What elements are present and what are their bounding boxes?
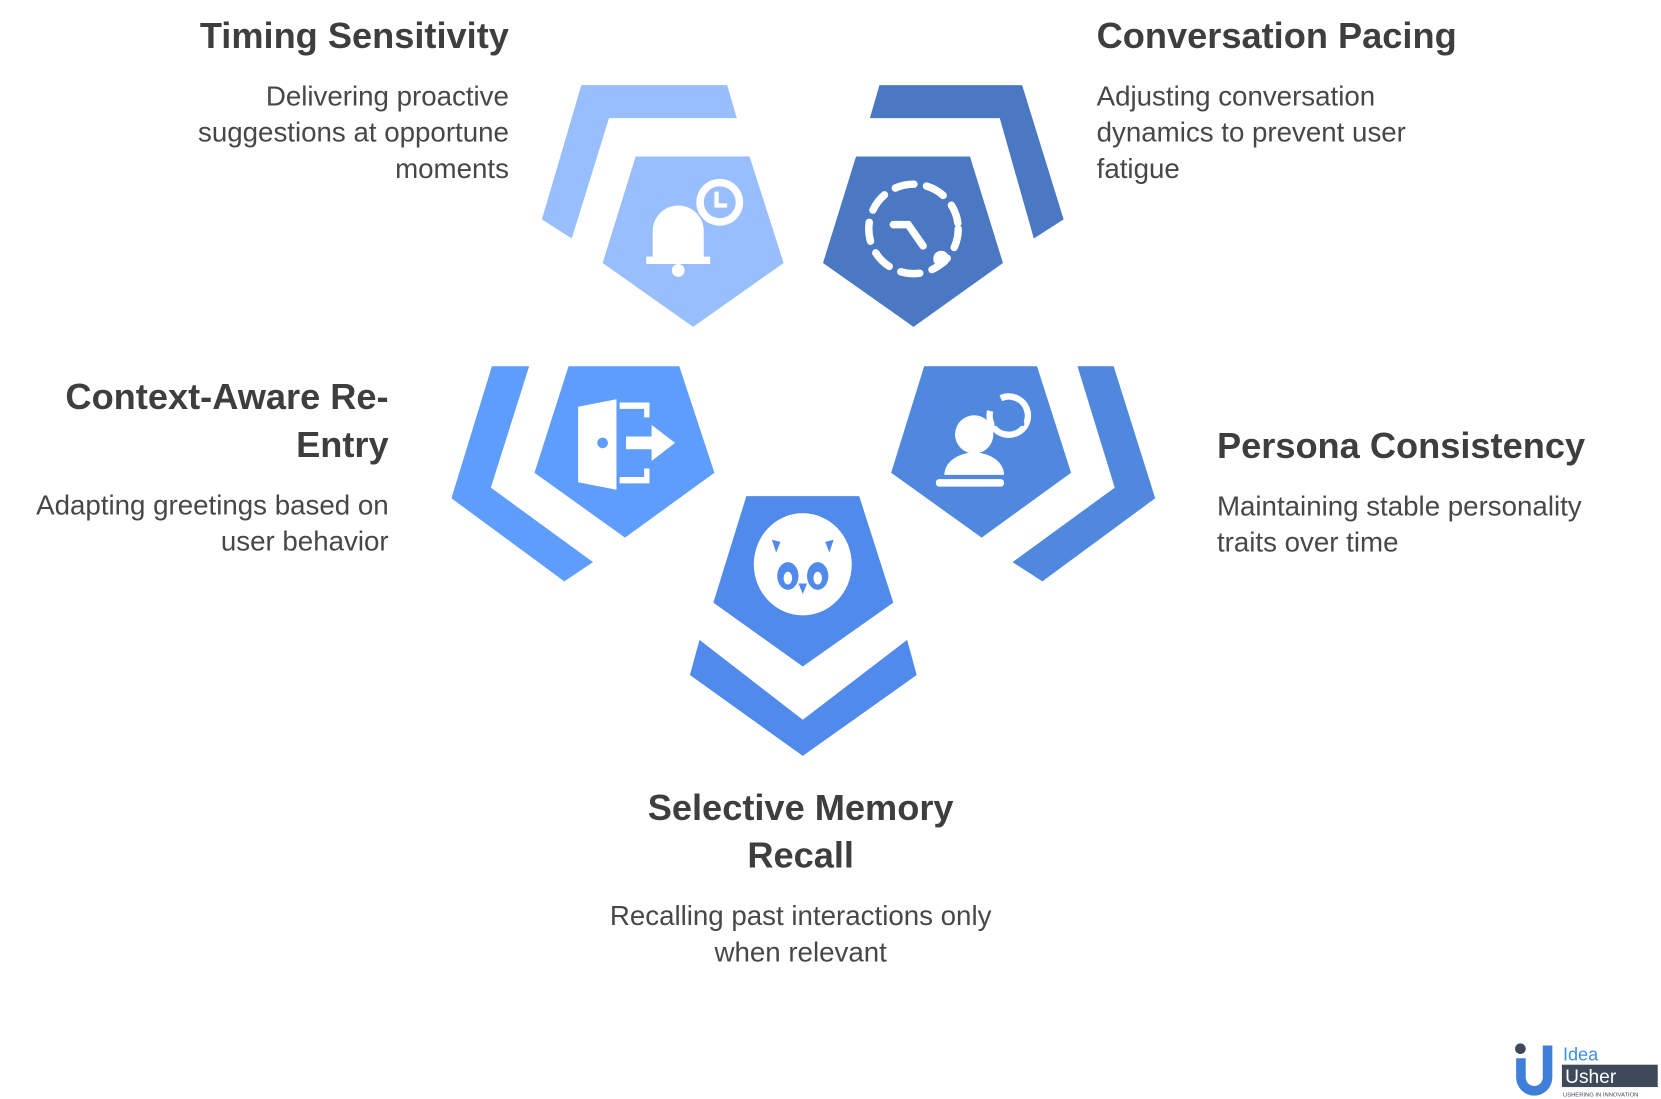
persona-refresh-icon: [935, 393, 1032, 487]
pacing-pentagon: [823, 156, 1003, 327]
item-description: Delivering proactive suggestions at oppo…: [198, 79, 509, 185]
item-title: Timing Sensitivity: [199, 15, 509, 57]
item-description: Recalling past interactions only when re…: [609, 899, 992, 968]
svg-text:Usher: Usher: [1565, 1067, 1617, 1088]
item-title: Conversation Pacing: [1096, 15, 1457, 57]
item-memory: Selective Memory Recall Recalling past i…: [586, 785, 1016, 970]
item-description: Maintaining stable personality traits ov…: [1216, 489, 1582, 558]
timing-outer-bracket: [541, 85, 737, 239]
svg-text:USHERING IN INNOVATION: USHERING IN INNOVATION: [1563, 1093, 1638, 1099]
bell-clock-icon: [646, 178, 744, 277]
item-persona: Persona Consistency Maintaining stable p…: [1217, 423, 1643, 560]
owl-icon: [753, 513, 852, 616]
reentry-pentagon: [534, 366, 715, 538]
item-title: Selective Memory Recall: [647, 787, 954, 877]
persona-outer-bracket: [1012, 366, 1156, 582]
item-timing: Timing Sensitivity Delivering proactive …: [62, 13, 509, 187]
item-title: Persona Consistency: [1216, 425, 1586, 467]
pacing-outer-bracket: [869, 85, 1064, 239]
memory-outer-chevron: [689, 639, 917, 756]
dashed-circle-clock-icon: [865, 180, 962, 278]
reentry-outer-bracket: [451, 366, 594, 582]
item-description: Adapting greetings based on user behavio…: [36, 488, 389, 557]
item-description: Adjusting conversation dynamics to preve…: [1096, 79, 1406, 185]
door-exit-icon: [578, 399, 676, 490]
item-title: Context-Aware Re-Entry: [65, 376, 389, 466]
svg-text:Idea: Idea: [1563, 1044, 1599, 1064]
item-pacing: Conversation Pacing Adjusting conversati…: [1097, 13, 1544, 187]
item-reentry: Context-Aware Re-Entry Adapting greeting…: [5, 374, 388, 559]
idea-usher-logo: Idea Usher USHERING IN INNOVATION: [1515, 1043, 1658, 1099]
